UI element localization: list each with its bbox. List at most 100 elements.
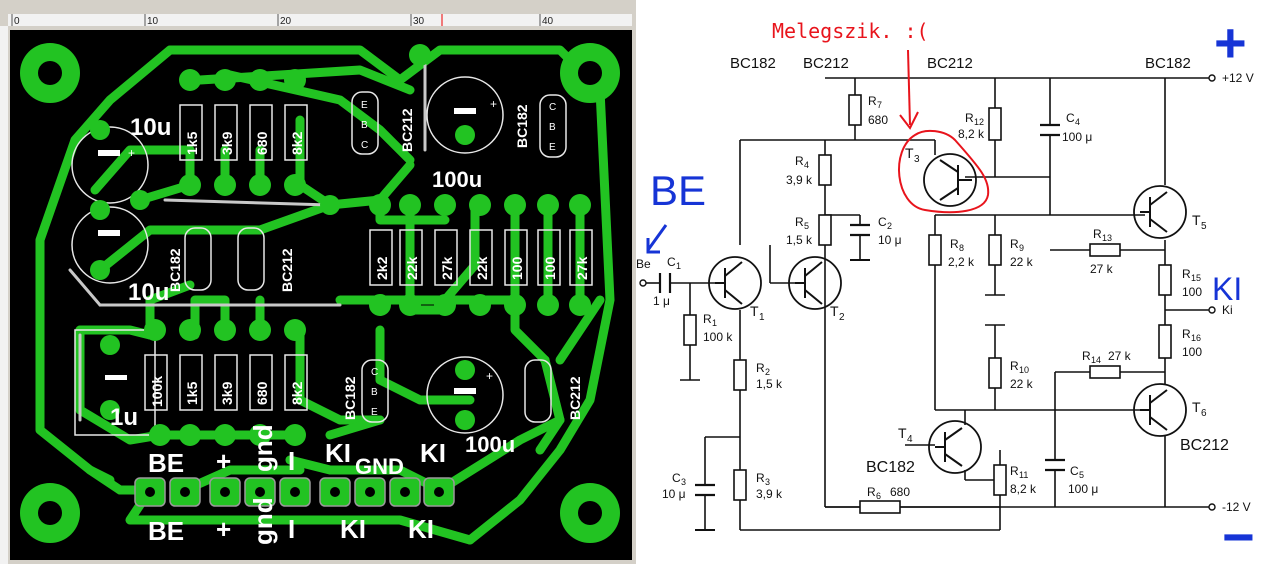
part-value: 1,5 k: [756, 377, 783, 391]
connector-label-bottom: BE: [148, 516, 184, 546]
transistor-label: BC212: [279, 248, 295, 292]
pin-label: B: [361, 120, 368, 131]
part-value: 100 k: [703, 330, 733, 344]
pin-label: E: [549, 142, 556, 153]
part-sub: 2: [887, 221, 892, 231]
part-prefix: R: [868, 94, 877, 108]
part-value: 2,2 k: [948, 255, 975, 269]
part-value: 22 k: [1010, 377, 1034, 391]
resistor-label: 27k: [439, 256, 455, 280]
cap-label: 1u: [110, 404, 138, 431]
pin-label: B: [371, 387, 378, 398]
part-value: 100 μ: [1068, 482, 1098, 496]
ruler-mark: 10: [147, 16, 159, 27]
part-sub: 15: [1191, 273, 1201, 283]
part-value: 100: [1182, 285, 1202, 299]
part-value: 1,5 k: [786, 233, 813, 247]
part-prefix: R: [965, 111, 974, 125]
transistor-id: T: [898, 425, 907, 441]
transistor-id: T: [750, 303, 759, 319]
resistor-label: 22k: [474, 256, 490, 280]
pcb-layout: 0 10 20 30 40: [0, 0, 636, 564]
part-sub: 12: [974, 117, 984, 127]
transistor-id: T: [830, 303, 839, 319]
transistor-label: BC182: [167, 248, 183, 292]
transistor-id: T: [1192, 212, 1201, 228]
part-prefix: R: [795, 215, 804, 229]
schematic-panel: BC182 BC212 BC212 BC182 +12 V -12 V Be K…: [636, 0, 1280, 568]
part-sub: 8: [959, 243, 964, 253]
pin-label: C: [371, 367, 378, 378]
part-prefix: R: [756, 361, 765, 375]
part-sub: 14: [1091, 355, 1101, 365]
part-prefix: R: [950, 237, 959, 251]
part-prefix: C: [672, 471, 681, 485]
part-value: 680: [868, 113, 888, 127]
svg-text:+: +: [490, 97, 497, 111]
transistor-id-sub: 2: [839, 312, 845, 323]
handwritten-plus: +: [1214, 11, 1247, 74]
transistor-label: BC212: [399, 108, 415, 152]
part-prefix: C: [1066, 111, 1075, 125]
part-prefix: R: [1093, 227, 1102, 241]
pin-label: E: [371, 407, 378, 418]
part-prefix: R: [703, 312, 712, 326]
part-sub: 1: [676, 261, 681, 271]
part-sub: 3: [765, 477, 770, 487]
cap-label: 100u: [465, 432, 515, 457]
ruler-bar[interactable]: [8, 14, 632, 26]
part-prefix: R: [1010, 464, 1019, 478]
part-sub: 6: [876, 491, 881, 501]
cap-label: 10u: [130, 114, 171, 141]
pcb-layout-panel: 0 10 20 30 40: [0, 0, 636, 564]
rail-label: -12 V: [1222, 500, 1251, 514]
connector-label-top: gnd: [248, 424, 278, 472]
part-value: 10 μ: [878, 233, 902, 247]
part-value: 100: [1182, 345, 1202, 359]
connector-label-top: KI: [420, 438, 446, 468]
transistor-label: BC182: [342, 376, 358, 420]
transistor-label: BC182: [514, 104, 530, 148]
transistor-id-sub: 6: [1201, 408, 1207, 419]
part-prefix: C: [667, 255, 676, 269]
type-label: BC182: [730, 55, 776, 72]
part-prefix: C: [1070, 464, 1079, 478]
part-prefix: R: [867, 485, 876, 499]
connector-label-top: GND: [355, 454, 404, 479]
resistor-label: 680: [254, 381, 270, 405]
part-value: 8,2 k: [958, 127, 985, 141]
pcb-pads: [90, 44, 591, 446]
handwritten-ki: KI: [1212, 271, 1242, 307]
schematic: BC182 BC212 BC212 BC182 +12 V -12 V Be K…: [636, 0, 1280, 568]
part-value: 100 μ: [1062, 130, 1092, 144]
resistor-label: 3k9: [219, 381, 235, 405]
ruler-mark: 20: [280, 16, 292, 27]
part-sub: 16: [1191, 333, 1201, 343]
part-value: 680: [890, 485, 910, 499]
resistor-label: 8k2: [289, 131, 305, 155]
part-sub: 10: [1019, 365, 1029, 375]
part-sub: 4: [804, 160, 809, 170]
annotation-arrow: [898, 49, 990, 214]
resistor-label: 100: [542, 256, 558, 280]
part-sub: 3: [681, 477, 686, 487]
resistor-label: 3k9: [219, 131, 235, 155]
connector-label-top: KI: [325, 438, 351, 468]
resistor-label: 680: [254, 131, 270, 155]
pin-label: E: [361, 100, 368, 111]
part-prefix: C: [878, 215, 887, 229]
part-prefix: R: [1182, 327, 1191, 341]
part-value: 10 μ: [662, 487, 686, 501]
part-value: 27 k: [1090, 262, 1114, 276]
t6-type-label: BC212: [1180, 437, 1229, 454]
io-label: Be: [636, 257, 651, 271]
part-sub: 13: [1102, 233, 1112, 243]
part-prefix: R: [1010, 359, 1019, 373]
part-value: 3,9 k: [756, 487, 783, 501]
part-sub: 11: [1019, 470, 1028, 480]
resistor-label: 1k5: [184, 131, 200, 155]
part-value: 1 μ: [653, 294, 670, 308]
io-label: Ki: [1222, 303, 1233, 317]
connector-label-bottom: +: [216, 514, 231, 544]
type-label: BC212: [803, 55, 849, 72]
